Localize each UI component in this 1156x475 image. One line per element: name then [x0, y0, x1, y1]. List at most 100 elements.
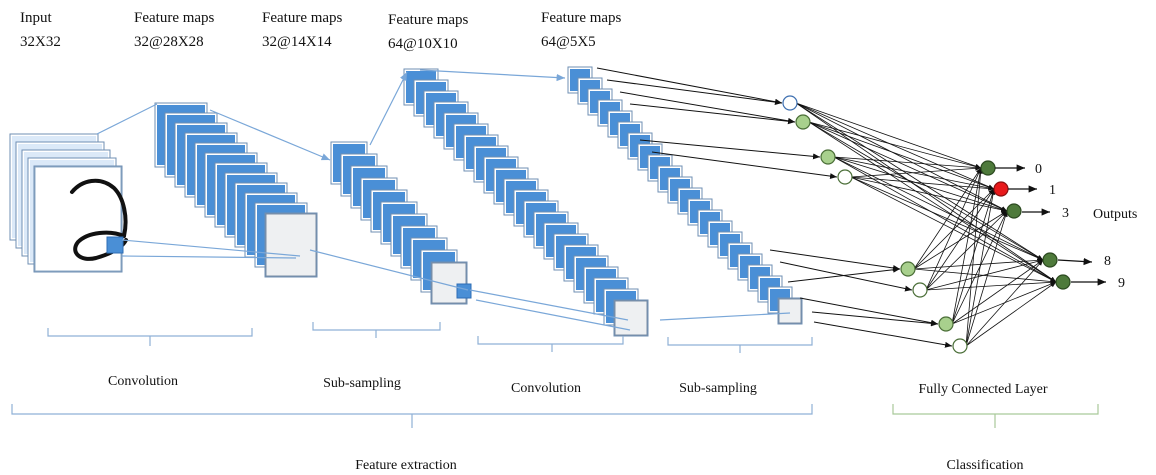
- group-label-feature-extraction: Feature extraction: [355, 458, 456, 473]
- feature-to-fc-arrow: [639, 139, 821, 160]
- dense-connection: [833, 156, 1044, 261]
- dense-connection: [795, 102, 1008, 212]
- stage-label-fully-connected: Fully Connected Layer: [918, 382, 1047, 397]
- c1-map-sheet: [264, 212, 318, 278]
- fc-node: [900, 261, 916, 277]
- output-node: [980, 160, 996, 176]
- stage-labels: Convolution Sub-sampling Convolution Sub…: [108, 374, 1048, 473]
- c1-feature-map-stack: [154, 102, 318, 278]
- input-size: 32X32: [20, 34, 61, 50]
- output-digit-8: 8: [1104, 254, 1111, 269]
- dense-connection: [965, 188, 996, 347]
- dense-connection: [795, 102, 982, 169]
- dense-connection: [795, 102, 995, 190]
- dense-connection: [965, 167, 983, 347]
- output-node: [1006, 203, 1022, 219]
- stage-brackets: [11, 322, 1099, 428]
- dense-connection: [850, 176, 995, 191]
- output-nodes: [980, 160, 1071, 290]
- dense-connection: [925, 259, 1044, 291]
- dense-connection: [925, 188, 995, 291]
- input-label: Input: [20, 10, 52, 26]
- stage-label-convolution-1: Convolution: [108, 374, 178, 389]
- dense-connection: [951, 167, 983, 325]
- s2-feature-map-stack: [567, 66, 803, 325]
- dense-connection: [850, 165, 982, 178]
- dense-connection: [965, 281, 1057, 347]
- c2-feature-map-stack: [403, 68, 649, 337]
- input-image-stack: [9, 133, 123, 273]
- fc-node: [782, 95, 798, 111]
- dense-connection: [795, 102, 1057, 283]
- s1-feature-map-stack: [330, 141, 472, 305]
- feature-to-fc-arrow: [606, 79, 783, 106]
- output-node: [1055, 274, 1071, 290]
- dense-connection: [913, 167, 982, 270]
- feature-to-fc-arrow: [813, 321, 953, 348]
- s1-label: Feature maps: [262, 10, 343, 26]
- dense-connection: [833, 156, 982, 170]
- feature-to-fc-arrows: [596, 67, 953, 348]
- fc-nodes: [782, 95, 968, 354]
- dense-connection: [951, 210, 1008, 325]
- header-labels: Input 32X32 Feature maps 32@28X28 Featur…: [20, 10, 622, 52]
- fc-dense-connections: [795, 102, 1057, 347]
- fc-node: [837, 169, 853, 185]
- dense-connection: [925, 167, 982, 291]
- output-digit-1: 1: [1049, 183, 1056, 198]
- feature-to-fc-arrow: [769, 249, 901, 271]
- dense-connection: [925, 210, 1008, 291]
- layer-connection-lines: [96, 69, 791, 331]
- dense-connection: [951, 188, 995, 325]
- feature-to-fc-arrow: [787, 266, 901, 283]
- dense-connection: [833, 156, 1057, 283]
- output-arrows: [995, 164, 1106, 286]
- fc-node: [912, 282, 928, 298]
- dense-connection: [808, 121, 995, 190]
- feature-to-fc-arrow: [629, 103, 796, 125]
- dense-connection: [808, 121, 1008, 212]
- fc-node: [952, 338, 968, 354]
- feature-to-fc-arrow: [596, 67, 783, 105]
- s2-size: 64@5X5: [541, 34, 596, 50]
- stage-label-convolution-2: Convolution: [511, 381, 581, 396]
- handwritten-digit: [70, 178, 128, 261]
- dense-connection: [913, 188, 995, 270]
- dense-connection: [951, 259, 1044, 325]
- fc-node: [938, 316, 954, 332]
- outputs-label: Outputs: [1093, 207, 1137, 222]
- dense-connection: [913, 268, 1057, 284]
- s1-size: 32@14X14: [262, 34, 332, 50]
- fc-node: [795, 114, 811, 130]
- dense-connection: [913, 257, 1044, 270]
- output-digit-3: 3: [1062, 206, 1069, 221]
- feature-to-fc-arrow: [799, 297, 939, 326]
- c1-label: Feature maps: [134, 10, 215, 26]
- feature-to-fc-arrow: [619, 91, 796, 124]
- output-node: [1042, 252, 1058, 268]
- dense-connection: [808, 121, 982, 169]
- feature-to-fc-arrow: [779, 261, 913, 292]
- s2-map-sheet: [777, 297, 803, 325]
- output-digit-0: 0: [1035, 162, 1042, 177]
- dense-connection: [965, 259, 1044, 347]
- dense-connection: [808, 121, 1057, 283]
- feature-to-fc-arrow: [651, 151, 838, 180]
- dense-connection: [850, 176, 1044, 261]
- s1-kernel-patch: [456, 283, 472, 299]
- dense-connection: [925, 279, 1057, 291]
- dense-connection: [850, 176, 1008, 213]
- c1-size: 32@28X28: [134, 34, 204, 50]
- output-node: [993, 181, 1009, 197]
- group-label-classification: Classification: [947, 458, 1024, 473]
- stage-label-subsampling-1: Sub-sampling: [323, 376, 401, 391]
- s2-label: Feature maps: [541, 10, 622, 26]
- stage-label-subsampling-2: Sub-sampling: [679, 381, 757, 396]
- c2-size: 64@10X10: [388, 36, 458, 52]
- fc-node: [820, 149, 836, 165]
- output-digit-9: 9: [1118, 276, 1125, 291]
- c2-label: Feature maps: [388, 12, 469, 28]
- c2-map-sheet: [613, 299, 649, 337]
- feature-to-fc-arrow: [811, 311, 939, 327]
